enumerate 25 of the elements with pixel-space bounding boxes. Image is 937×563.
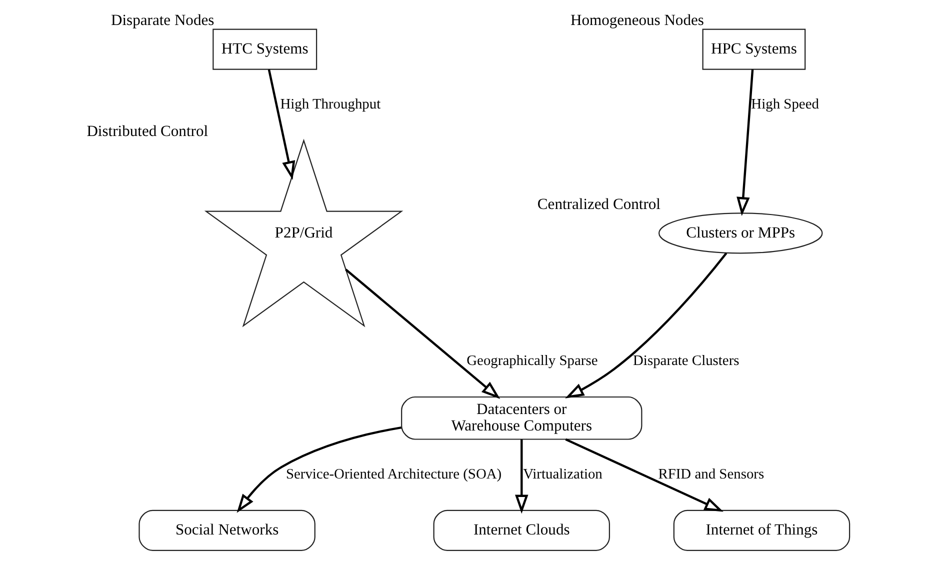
arrow (267, 69, 295, 180)
arrow (514, 439, 528, 514)
node-box: HTC Systems (212, 28, 317, 70)
node-ellipse: Clusters or MPPs (658, 212, 822, 254)
node-box: Social Networks (138, 510, 315, 551)
node-box: Internet Clouds (432, 510, 610, 551)
edge-label: RFID and Sensors (658, 466, 764, 483)
node-label: Distributed Control (86, 123, 208, 140)
edge-label: High Speed (750, 96, 818, 113)
edge-label: Service-Oriented Architecture (SOA) (285, 466, 502, 483)
node-label: Homogeneous Nodes (570, 12, 704, 30)
node-box: Datacenters or Warehouse Computers (400, 396, 642, 440)
node-box: Internet of Things (672, 510, 850, 551)
edge-label: Virtualization (522, 466, 602, 483)
arrow (736, 69, 754, 216)
arrow (344, 268, 500, 400)
arrow (236, 426, 402, 513)
arrow (564, 252, 727, 398)
node-label: Disparate Nodes (110, 12, 214, 30)
edge-label: High Throughput (280, 96, 380, 113)
node-label: Centralized Control (536, 196, 660, 213)
arrow (564, 438, 723, 512)
edge-label: Disparate Clusters (632, 353, 739, 370)
edge-label: Geographically Sparse (466, 353, 598, 370)
node-box: HPC Systems (702, 28, 806, 70)
